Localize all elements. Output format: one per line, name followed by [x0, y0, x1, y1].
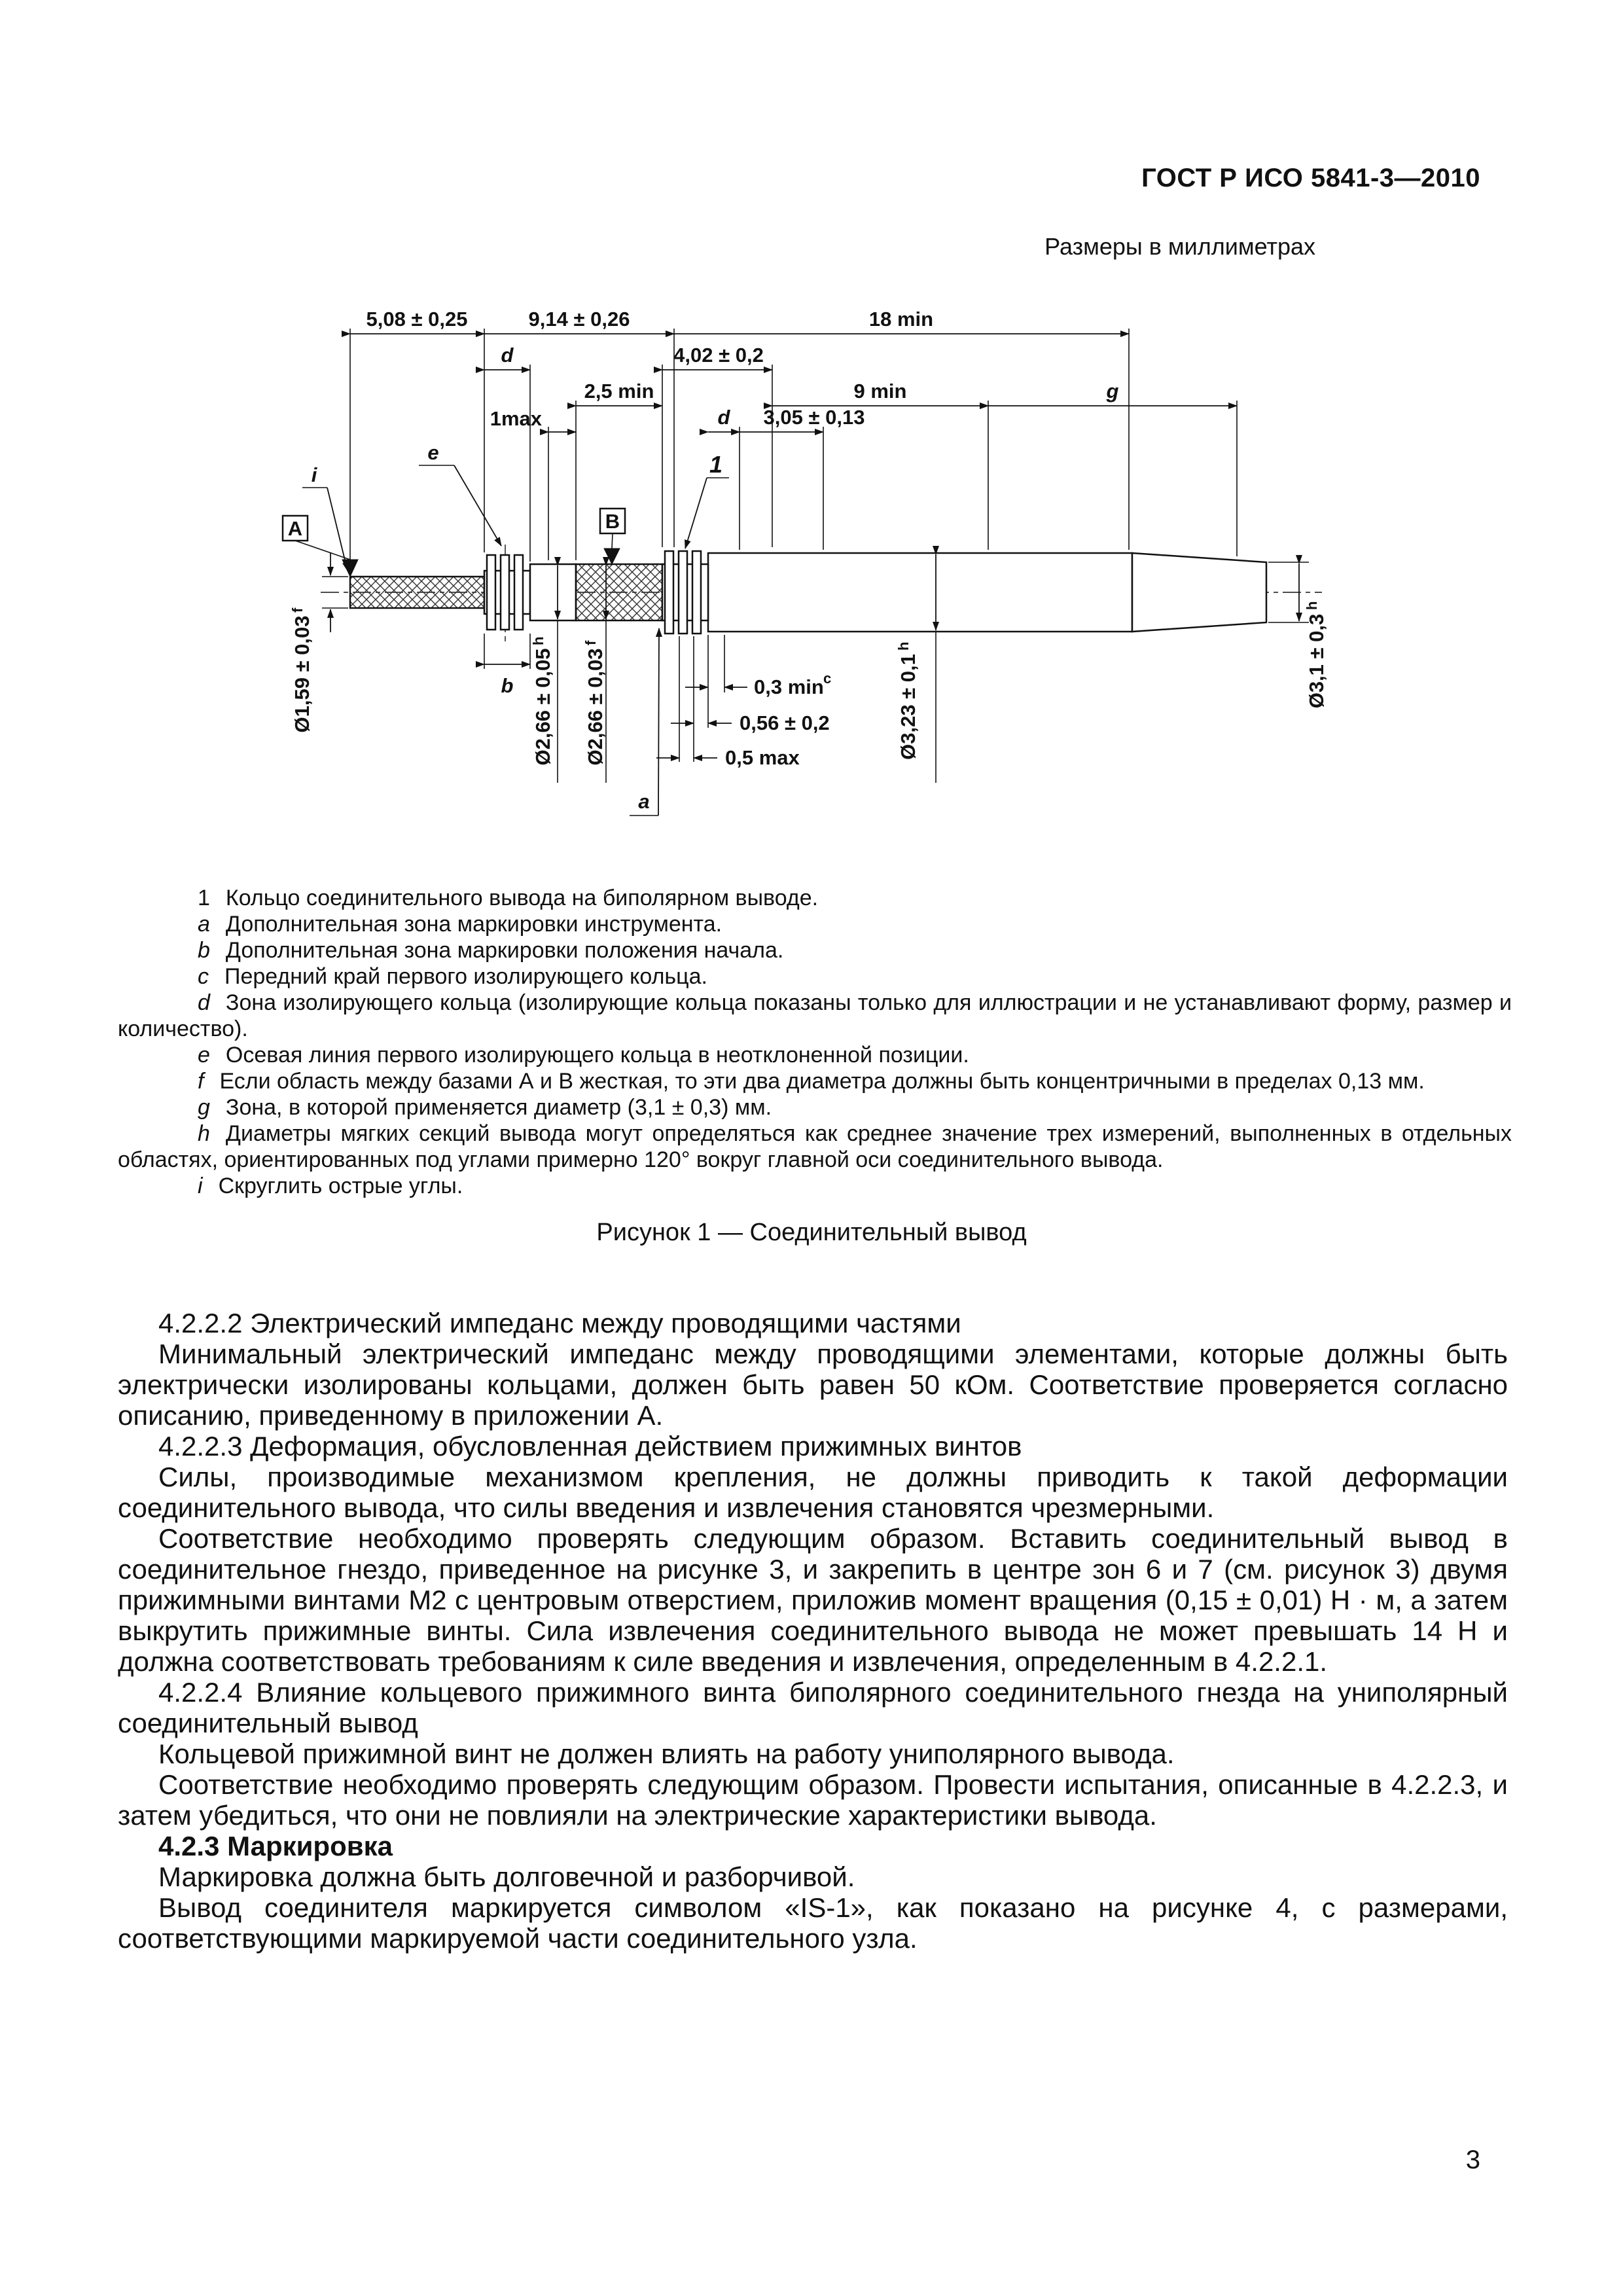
paragraph: Соответствие необходимо проверять следую…: [118, 1523, 1508, 1677]
figure-note: e Осевая линия первого изолирующего кольц…: [118, 1042, 1512, 1068]
note-text: Кольцо соединительного вывода на биполяр…: [225, 886, 819, 910]
body-text: 4.2.2.2 Электрический импеданс между про…: [118, 1308, 1508, 1954]
paragraph-4224-heading: 4.2.2.4 Влияние кольцевого прижимного ви…: [118, 1677, 1508, 1738]
dia-266f: Ø2,66 ± 0,03: [584, 648, 607, 765]
page-number: 3: [1465, 2145, 1480, 2174]
note-text: Диаметры мягких секций вывода могут опре…: [118, 1121, 1512, 1172]
note-key: e: [198, 1043, 210, 1067]
paragraph: Маркировка должна быть долговечной и раз…: [158, 1861, 855, 1892]
extension-lines: [322, 329, 1309, 762]
dim-max-05: 0,5 max: [725, 746, 800, 769]
paragraph: Силы, производимые механизмом крепления,…: [118, 1462, 1508, 1523]
note-text: Если область между базами А и В жесткая,…: [219, 1069, 1425, 1094]
callout-ring-1: 1: [709, 451, 722, 478]
dim-len-rings: 9,14 ± 0,26: [529, 308, 630, 331]
note-key: b: [198, 938, 210, 963]
note-key: h: [198, 1121, 210, 1146]
note-text: Зона изолирующего кольца (изолирующие ко…: [118, 990, 1512, 1041]
paragraph-4222-heading: 4.2.2.2 Электрический импеданс между про…: [158, 1308, 961, 1338]
note-text: Передний край первого изолирующего кольц…: [224, 964, 707, 989]
figure-note: f Если область между базами А и В жесткая…: [118, 1068, 1512, 1094]
figure-note: g Зона, в которой применяется диаметр (3,…: [118, 1094, 1512, 1121]
label-a: a: [638, 790, 649, 813]
dim-len-shaft: 18 min: [869, 308, 933, 331]
label-e: e: [427, 441, 438, 464]
figure-note: b Дополнительная зона маркировки положени…: [118, 937, 1512, 963]
label-i: i: [312, 463, 318, 486]
document-title: ГОСТ Р ИСО 5841-3—2010: [1141, 164, 1480, 192]
datum-b-label: B: [605, 510, 620, 533]
note-key: a: [198, 912, 210, 937]
dia-tip-sup: h: [1304, 601, 1320, 610]
dia-shaft: Ø3,23 ± 0,1: [897, 654, 919, 760]
units-note: Размеры в миллиметрах: [1044, 233, 1315, 260]
note-key: f: [198, 1069, 204, 1094]
dim-tol-056: 0,56 ± 0,2: [740, 711, 830, 734]
dimension-labels: 5,08 ± 0,25 9,14 ± 0,26 18 min d 4,02 ± …: [288, 308, 1119, 813]
dia-266f-sup: f: [582, 640, 599, 645]
paragraph: Кольцевой прижимной винт не должен влият…: [158, 1738, 1175, 1769]
note-key: d: [198, 990, 210, 1015]
label-b: b: [501, 674, 514, 697]
figure-note: i Скруглить острые углы.: [118, 1173, 1512, 1199]
note-key: i: [198, 1174, 203, 1198]
note-text: Осевая линия первого изолирующего кольца…: [225, 1043, 969, 1067]
dia-tip: Ø3,1 ± 0,3: [1305, 614, 1328, 709]
dim-len-9: 9 min: [854, 380, 907, 403]
dim-d-left: d: [501, 344, 514, 367]
dim-min-03-sup: c: [823, 670, 831, 687]
dia-266h: Ø2,66 ± 0,05: [531, 648, 554, 765]
dim-d-right: d: [718, 406, 731, 429]
dia-pin-sup: f: [289, 607, 306, 613]
dim-len-ring: 4,02 ± 0,2: [673, 344, 764, 367]
note-text: Дополнительная зона маркировки инструмен…: [225, 912, 722, 937]
dim-len-305: 3,05 ± 0,13: [764, 406, 865, 429]
note-key: 1: [198, 886, 210, 910]
dia-pin: Ø1,59 ± 0,03: [291, 615, 313, 732]
dia-shaft-sup: h: [895, 642, 912, 651]
dia-266h-sup: h: [530, 637, 546, 645]
figure-body: [349, 550, 1268, 635]
paragraph-4223-heading: 4.2.2.3 Деформация, обусловленная действ…: [158, 1431, 1022, 1462]
figure-connector-lead: 5,08 ± 0,25 9,14 ± 0,26 18 min d 4,02 ± …: [281, 308, 1328, 816]
note-text: Дополнительная зона маркировки положения…: [225, 938, 784, 963]
paragraph: Вывод соединителя маркируется символом «…: [118, 1892, 1508, 1954]
dim-zone-g: g: [1106, 380, 1119, 403]
note-text: Скруглить острые углы.: [218, 1174, 463, 1198]
figure-notes: 1 Кольцо соединительного вывода на биполя…: [118, 885, 1512, 1199]
figure-caption: Рисунок 1 — Соединительный вывод: [596, 1219, 1027, 1246]
note-key: c: [198, 964, 209, 989]
note-key: g: [198, 1095, 210, 1120]
leaders-and-datums: [281, 465, 729, 816]
dim-len-25: 2,5 min: [584, 380, 654, 403]
figure-note: a Дополнительная зона маркировки инструме…: [118, 911, 1512, 937]
datum-a-label: A: [288, 517, 302, 540]
dim-len-pin: 5,08 ± 0,25: [366, 308, 468, 331]
figure-note: c Передний край первого изолирующего коль…: [118, 963, 1512, 990]
dim-min-03: 0,3 min: [754, 675, 824, 698]
dimension-lines: [327, 331, 1302, 783]
dim-one-max: 1max: [490, 407, 543, 430]
diameter-labels: Ø1,59 ± 0,03 f Ø2,66 ± 0,05 h Ø2,66 ± 0,…: [289, 601, 1328, 766]
note-text: Зона, в которой применяется диаметр (3,1…: [225, 1095, 772, 1120]
figure-note: 1 Кольцо соединительного вывода на биполя…: [118, 885, 1512, 911]
paragraph: Минимальный электрический импеданс между…: [118, 1338, 1508, 1431]
paragraph: Соответствие необходимо проверять следую…: [118, 1769, 1508, 1831]
paragraph-423-heading: 4.2.3 Маркировка: [158, 1831, 393, 1861]
